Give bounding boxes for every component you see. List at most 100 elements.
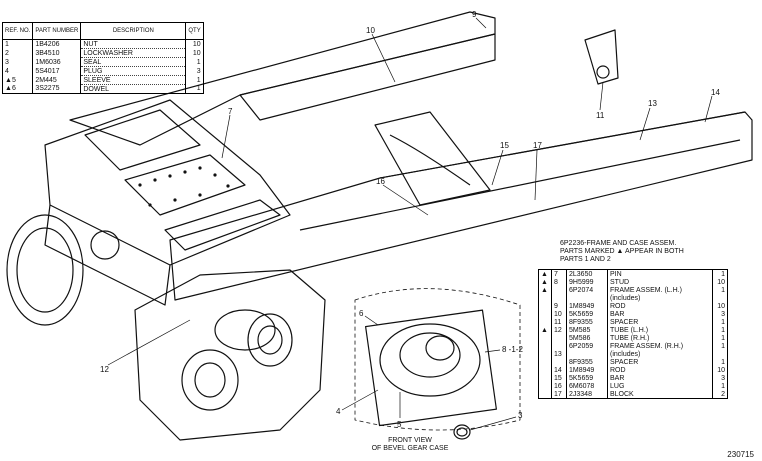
callout-5: 5 [397,420,402,429]
cell-part: 3S2275 [32,84,82,94]
cell-ref: 3 [2,57,34,67]
cell-qty: 1 [712,358,728,366]
cell-mark [538,374,552,382]
callout-3: 3 [518,411,523,420]
cell-ref: 2 [2,48,34,58]
cell-ref: 1 [2,39,34,49]
cell-ref: 12 [551,326,567,334]
cell-desc: FRAME ASSEM. (R.H.) [607,342,713,350]
cell-qty: 1 [712,342,728,350]
cell-desc: DOWEL [80,84,187,94]
caption-line2: OF BEVEL GEAR CASE [371,445,449,452]
cell-ref: 7 [551,269,567,278]
cell-desc: (includes) [607,294,713,302]
cell-desc: SPACER [607,318,713,326]
cell-ref: 11 [551,318,567,326]
cell-mark [538,310,552,318]
cell-part: 1B4206 [32,39,82,49]
cell-desc: LUG [607,382,713,390]
cell-qty: 2 [712,390,728,399]
cell-mark [538,382,552,390]
plate-number: 230715 [727,450,754,459]
assembly-note: 6P2236-FRAME AND CASE ASSEM. PARTS MARKE… [560,240,684,264]
cell-ref [551,294,567,302]
callout-17: 17 [533,141,542,150]
callout-15: 15 [500,141,509,150]
caption-line1: FRONT VIEW [388,437,432,444]
cell-qty: 10 [185,48,204,58]
cell-part: 8F9355 [566,358,608,366]
callout-8-1-2: 8 -1-2 [502,345,523,354]
mounting-bracket [584,29,619,85]
ref-number: 1 [5,40,9,48]
cell-desc: BAR [607,374,713,382]
cell-mark [538,302,552,310]
cell-mark: ▲ [538,326,552,334]
cell-mark: ▲ [538,286,552,294]
cell-ref: 4 [2,66,34,76]
cell-desc: BLOCK [607,390,713,399]
triangle-mark-icon: ▲ [5,76,12,84]
cell-desc: NUT [80,39,187,49]
cell-mark [538,358,552,366]
cell-part: 5K5659 [566,310,608,318]
cell-mark [538,334,552,342]
cell-mark [538,390,552,399]
top-cover-plate [124,154,246,216]
cell-part: 9H5999 [566,278,608,286]
cell-qty [712,294,728,302]
cell-mark [538,318,552,326]
cell-mark [538,366,552,374]
cell-ref: 13 [551,350,567,358]
cell-qty: 10 [712,366,728,374]
cell-ref [551,286,567,294]
cell-mark: ▲ [538,278,552,286]
cell-part: 5M586 [566,334,608,342]
cell-part: 8F9355 [566,318,608,326]
cell-qty: 1 [185,57,204,67]
cell-qty: 3 [712,310,728,318]
cell-ref: 8 [551,278,567,286]
cell-desc: PIN [607,269,713,278]
cell-part: 1M6036 [32,57,82,67]
cell-ref: 10 [551,310,567,318]
cell-desc: (includes) [607,350,713,358]
callout-11: 11 [596,111,605,120]
cell-ref: 16 [551,382,567,390]
cell-desc: FRAME ASSEM. (L.H.) [607,286,713,294]
table-row: 13 (includes) [538,350,728,358]
seal [453,424,471,440]
callout-12: 12 [100,365,109,374]
cell-desc: SEAL [80,57,187,67]
cell-qty: 3 [185,66,204,76]
cell-qty: 1 [712,334,728,342]
header-desc: DESCRIPTION [80,22,187,40]
cell-part: 1M8949 [566,366,608,374]
callout-10: 10 [366,26,375,35]
cell-part: 2M445 [32,75,82,85]
cell-ref: 14 [551,366,567,374]
ref-number: 6 [11,85,16,93]
ref-number: 2 [5,49,9,57]
cell-ref [551,334,567,342]
triangle-mark-icon: ▲ [5,85,12,93]
cell-qty: 3 [712,374,728,382]
cell-desc: SPACER [607,358,713,366]
callout-9: 9 [472,10,477,19]
cell-desc: STUD [607,278,713,286]
